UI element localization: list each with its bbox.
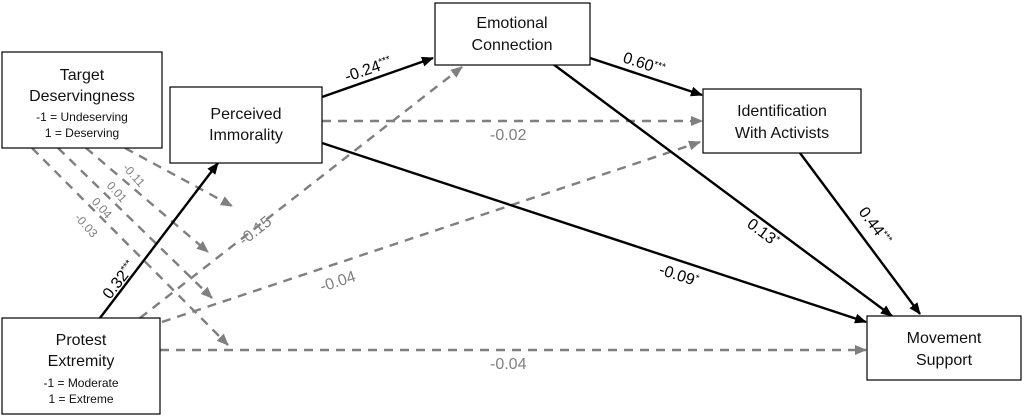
coef-significance: *** — [652, 59, 667, 73]
moderation-arrow-4 — [31, 147, 229, 346]
moderation-coef-3: 0.04 — [89, 195, 115, 222]
coef-value: -0.09 — [657, 262, 697, 289]
moderation-coef-4: -0.03 — [72, 211, 101, 241]
node-title: Emotional — [476, 15, 547, 32]
coef-value: 0.60 — [621, 50, 656, 76]
coef-identification-to-support: 0.44*** — [855, 204, 894, 249]
edge-identification-to-support — [799, 152, 921, 315]
moderation-arrow-1 — [124, 146, 233, 208]
node-title: Perceived — [210, 106, 281, 123]
coef-immorality-to-identification: -0.02 — [490, 127, 527, 144]
node-title: Deservingness — [29, 88, 135, 105]
node-perceived-immorality: Perceived Immorality — [169, 86, 323, 164]
node-emotional-connection: Emotional Connection — [434, 2, 591, 66]
node-subtitle: 1 = Deserving — [45, 126, 119, 140]
node-title: Movement — [907, 330, 982, 347]
coef-significance: *** — [377, 54, 392, 68]
node-protest-extremity: Protest Extremity -1 = Moderate 1 = Extr… — [1, 317, 161, 415]
node-identification-with-activists: Identification With Activists — [702, 88, 862, 154]
moderation-arrow-2 — [85, 147, 209, 253]
node-title: With Activists — [735, 125, 829, 142]
edge-emotional-to-identification — [589, 56, 703, 97]
node-subtitle: -1 = Moderate — [43, 376, 118, 390]
edge-extremity-to-identification — [161, 140, 701, 324]
coef-extremity-to-immorality: 0.32*** — [100, 258, 140, 302]
node-title: Connection — [472, 37, 553, 54]
node-title: Immorality — [209, 127, 283, 144]
edge-immorality-to-support — [321, 141, 867, 324]
node-title: Protest — [56, 332, 107, 349]
node-title: Extremity — [48, 353, 115, 370]
node-subtitle: -1 = Undeserving — [36, 110, 128, 124]
coef-value: -0.02 — [490, 127, 527, 144]
moderation-coef-1: -0.11 — [120, 161, 148, 190]
coef-value: -0.04 — [490, 356, 527, 373]
edge-emotional-to-support — [552, 63, 893, 317]
node-target-deservingness: Target Deservingness -1 = Undeserving 1 … — [1, 51, 163, 149]
coef-value: -0.04 — [318, 268, 358, 295]
node-title: Target — [60, 67, 105, 84]
node-title: Support — [916, 352, 973, 369]
coef-extremity-to-identification: -0.04 — [318, 268, 358, 295]
moderation-arrow-3 — [57, 147, 213, 299]
edge-extremity-to-immorality — [99, 162, 219, 319]
coef-significance: * — [772, 234, 782, 245]
coef-significance: * — [693, 273, 700, 285]
node-movement-support: Movement Support — [866, 315, 1022, 381]
edge-extremity-to-emotional — [139, 66, 463, 319]
coef-extremity-to-support: -0.04 — [490, 356, 527, 373]
node-title: Identification — [737, 103, 827, 120]
edge-immorality-to-emotional — [321, 56, 434, 99]
node-subtitle: 1 = Extreme — [48, 392, 113, 406]
